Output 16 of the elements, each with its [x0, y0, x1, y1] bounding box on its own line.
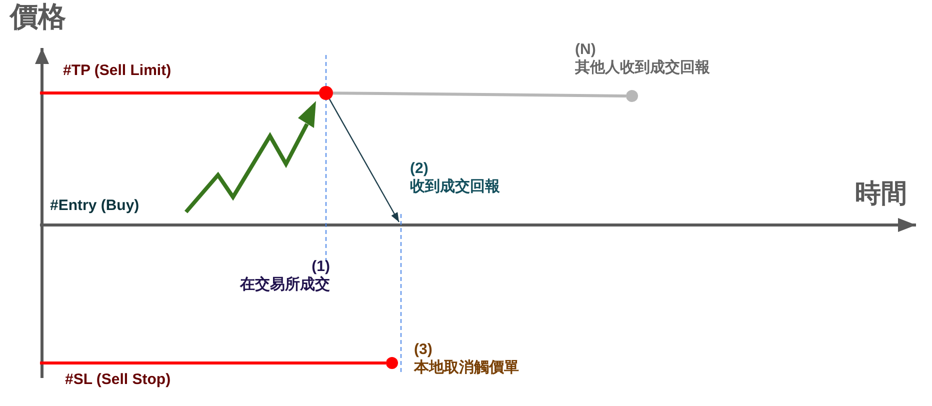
order-label: #TP (Sell Limit) — [63, 62, 172, 80]
stop-dot — [386, 357, 398, 369]
arrow — [328, 98, 400, 222]
stop-loss-line — [40, 362, 386, 364]
order-label: #Entry (Buy) — [50, 197, 140, 215]
step-label: (3) 本地取消觸價單 — [414, 341, 519, 377]
price-line — [332, 92, 626, 98]
step-label: (N) 其他人收到成交回報 — [575, 41, 710, 77]
step-label: (1) 在交易所成交 — [240, 258, 330, 294]
take-profit-line — [40, 92, 319, 94]
axis-title: 價格 — [10, 0, 66, 34]
end-dot — [626, 90, 638, 102]
fill-dot — [319, 86, 333, 100]
axis-title: 時間 — [855, 178, 907, 210]
step-label: (2) 收到成交回報 — [410, 160, 500, 196]
order-label: #SL (Sell Stop) — [65, 371, 171, 389]
